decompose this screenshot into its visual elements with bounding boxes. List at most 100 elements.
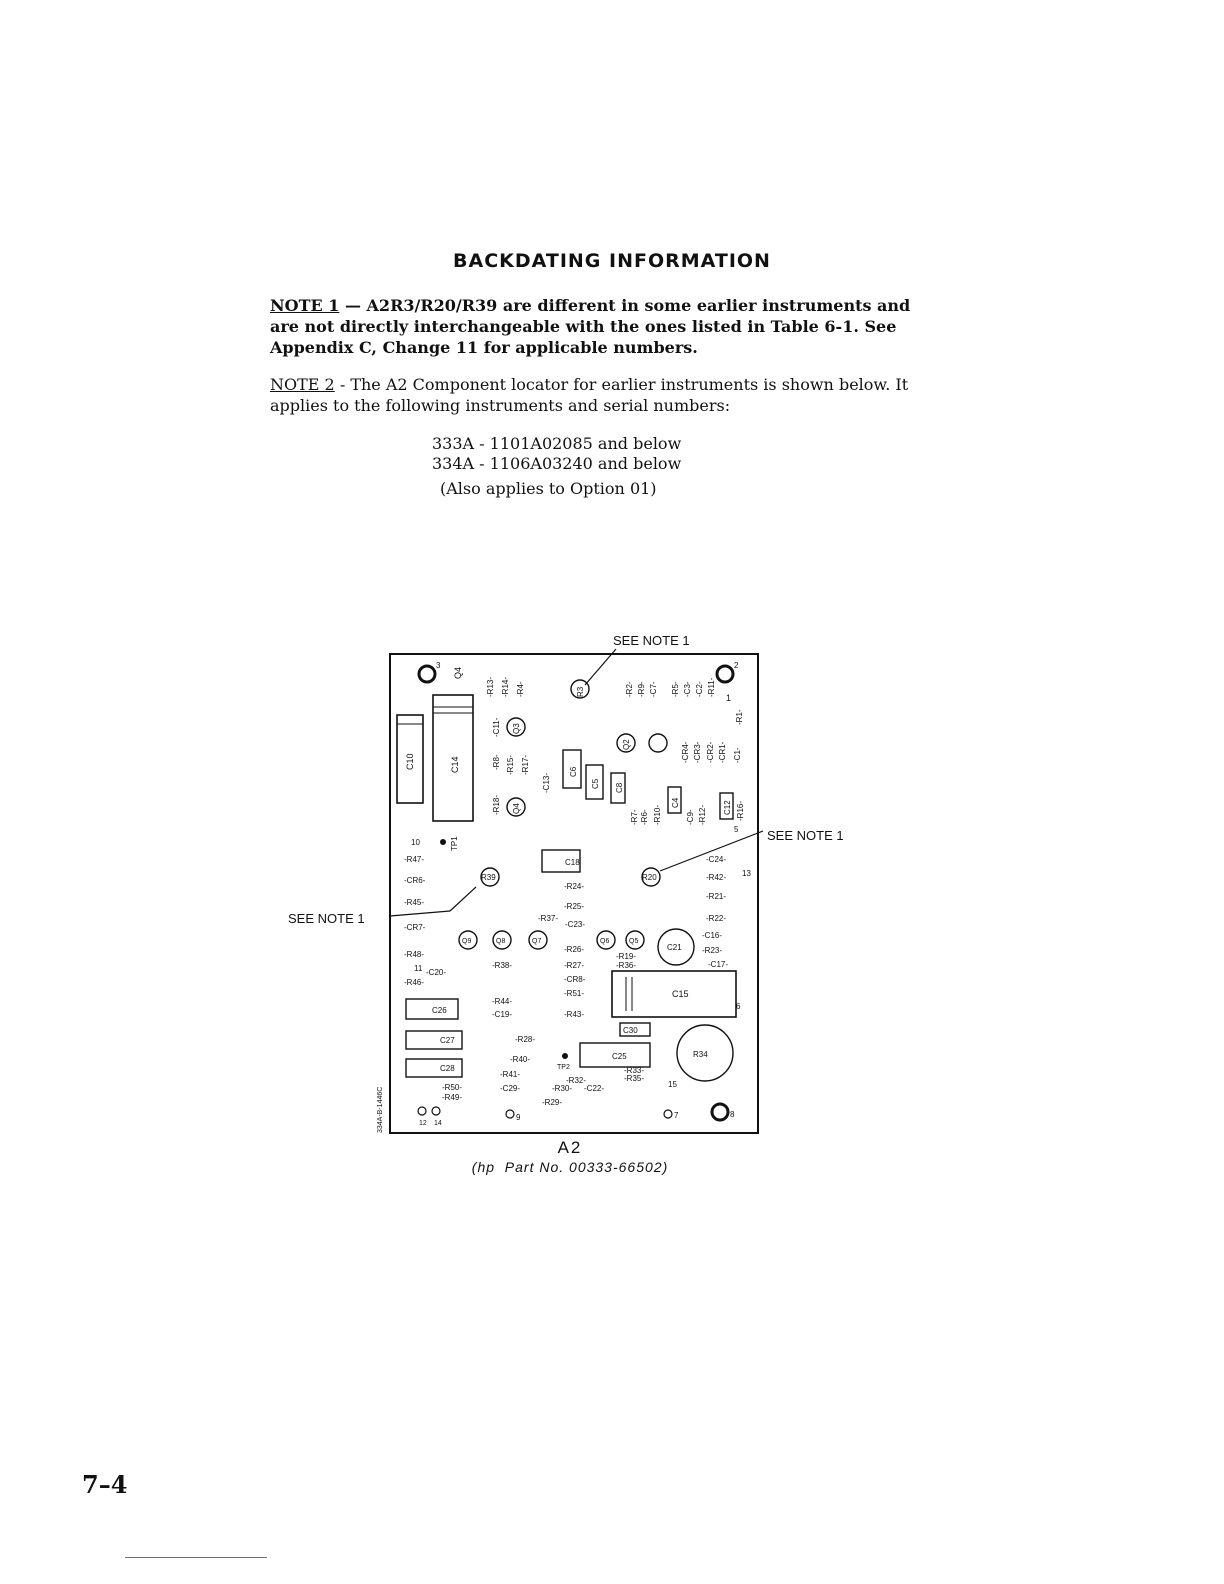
label-cr6: -CR6- (404, 876, 426, 885)
note-2-text: - The A2 Component locator for earlier i… (270, 375, 909, 415)
cap-c15 (611, 970, 737, 1018)
pad-8-label: 8 (730, 1110, 735, 1119)
res-r39-label: R39 (481, 873, 496, 882)
label-cr3: -CR3- (693, 741, 702, 763)
label-r15: -R15- (506, 755, 515, 775)
serial-list: 333A - 1101A02085 and below 334A - 1106A… (432, 434, 681, 499)
label-c1: -C1- (733, 747, 742, 763)
transistor-q9-label: Q9 (462, 938, 471, 945)
label-c9: -C9- (686, 809, 695, 825)
transistor-q3 (506, 717, 526, 737)
label-c13: -C13- (542, 773, 551, 793)
cap-c28-label: C28 (440, 1064, 455, 1073)
leader-left-b (449, 886, 477, 912)
board-outline (389, 653, 759, 1134)
transistor-q1-area (648, 733, 668, 753)
label-r49: -R49- (442, 1093, 462, 1102)
label-c22: -C22- (584, 1084, 604, 1093)
tp1-dot (440, 839, 446, 845)
leader-right (659, 830, 764, 872)
label-r48: -R48- (404, 950, 424, 959)
pad-9 (505, 1109, 515, 1119)
label-c2: -C2- (695, 681, 704, 697)
label-r19: -R19- (616, 952, 636, 961)
cap-c18-label: C18 (565, 858, 580, 867)
label-r27: -R27- (564, 961, 584, 970)
pad-6-label: 6 (736, 1002, 741, 1011)
label-c20: -C20- (426, 968, 446, 977)
label-r44: -R44- (492, 997, 512, 1006)
cap-c18 (541, 849, 581, 873)
cap-c27 (405, 1030, 463, 1050)
label-r35: -R35- (624, 1074, 644, 1083)
note-2: NOTE 2 - The A2 Component locator for ea… (270, 374, 930, 416)
res-r3-label: R3 (576, 686, 585, 697)
pad-1-label: 1 (726, 693, 731, 703)
mount-hole-8 (710, 1102, 730, 1122)
cap-c8-label: C8 (615, 782, 624, 793)
label-c7: -C7- (649, 681, 658, 697)
res-r20-label: R20 (642, 873, 657, 882)
label-r50: -R50- (442, 1083, 462, 1092)
note-2-label: NOTE 2 (270, 375, 335, 394)
transistor-q4 (506, 797, 526, 817)
label-r26: -R26- (564, 945, 584, 954)
res-r34 (676, 1024, 734, 1082)
label-c24: -C24- (706, 855, 726, 864)
cap-c4-label: C4 (671, 797, 680, 808)
res-r20 (641, 867, 661, 887)
caption-assembly-name: A2 (557, 1138, 583, 1157)
transistor-q5-label: Q5 (629, 938, 638, 945)
cap-c25-label: C25 (612, 1052, 627, 1061)
pad-11-label: 11 (414, 964, 423, 973)
see-note-left: SEE NOTE 1 (288, 911, 365, 926)
label-cr4: -CR4- (681, 741, 690, 763)
label-r8: -R8- (492, 754, 501, 770)
transistor-q2 (616, 733, 636, 753)
pad-14-label: 14 (434, 1120, 442, 1127)
label-r42: -R42- (706, 873, 726, 882)
leader-top (584, 648, 617, 686)
pad-3-label: 3 (436, 661, 441, 670)
label-r33: -R33- (624, 1066, 644, 1075)
pad-7-label: 7 (674, 1111, 679, 1120)
label-r36: -R36- (616, 961, 636, 970)
label-r32: -R32- (566, 1076, 586, 1085)
label-c19: -C19- (492, 1010, 512, 1019)
label-r40: -R40- (510, 1055, 530, 1064)
label-r6: -R6- (640, 809, 649, 825)
label-cr7: -CR7- (404, 923, 426, 932)
cap-c4 (667, 786, 682, 814)
transistor-q4-label: Q4 (512, 803, 521, 814)
label-r13: -R13- (486, 677, 495, 697)
label-r47: -R47- (404, 855, 424, 864)
cap-c10 (396, 714, 424, 804)
label-r17: -R17- (521, 755, 530, 775)
label-r29: -R29- (542, 1098, 562, 1107)
label-r14: -R14- (501, 677, 510, 697)
label-r45: -R45- (404, 898, 424, 907)
transistor-q8-label: Q8 (496, 938, 505, 945)
label-r7: -R7- (630, 809, 639, 825)
note-1-label: NOTE 1 (270, 296, 340, 315)
see-note-top: SEE NOTE 1 (613, 633, 690, 648)
transistor-q9 (458, 930, 478, 950)
pad-12-label: 12 (419, 1120, 427, 1127)
q4-top-label: Q4 (453, 667, 463, 679)
component-locator-svg: SEE NOTE 1 SEE NOTE 1 SEE NOTE 1 334A-B-… (288, 633, 844, 1134)
part-number-text: Part No. 00333-66502 (504, 1159, 663, 1175)
label-r2: -R2- (625, 681, 634, 697)
tp2-label: TP2 (557, 1064, 570, 1071)
cap-c21-label: C21 (667, 943, 682, 952)
label-c16: -C16- (702, 931, 722, 940)
component-locator-diagram: SEE NOTE 1 SEE NOTE 1 SEE NOTE 1 334A-B-… (280, 625, 880, 1175)
tp2-dot (562, 1053, 568, 1059)
cap-c30 (619, 1022, 651, 1037)
label-r18: -R18- (492, 795, 501, 815)
pad-12 (417, 1106, 427, 1116)
cap-c14 (432, 694, 474, 822)
label-c17: -C17- (708, 960, 728, 969)
res-r39 (480, 867, 500, 887)
label-r10: -R10- (653, 805, 662, 825)
